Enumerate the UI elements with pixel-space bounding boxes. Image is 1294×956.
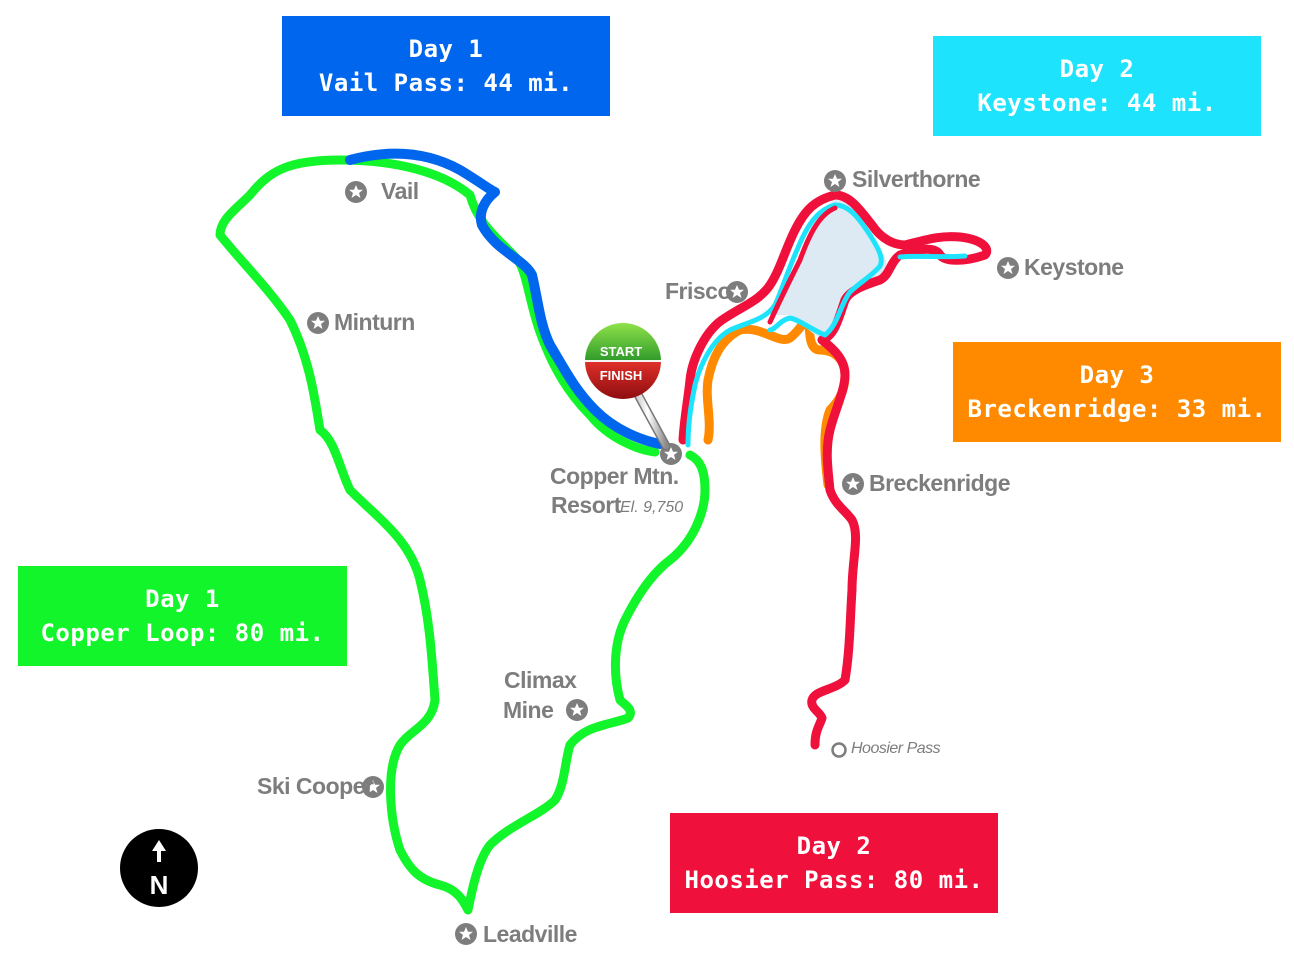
star-circle-icon xyxy=(455,923,477,945)
day-box-vail-pass: Day 1 Vail Pass: 44 mi. xyxy=(282,16,610,116)
pin-start-label: START xyxy=(600,344,642,359)
route-vail-pass xyxy=(345,148,665,449)
map-pin-icon: START FINISH xyxy=(585,323,661,399)
place-label-minturn: Minturn xyxy=(334,309,415,335)
day-box-title: Day 1 xyxy=(145,585,220,613)
place-label-frisco: Frisco xyxy=(665,278,732,304)
circle-marker-icon xyxy=(831,742,847,758)
place-label-silverthorne: Silverthorne xyxy=(852,166,981,192)
star-circle-icon xyxy=(824,170,846,192)
day-box-title: Day 3 xyxy=(1079,361,1155,389)
place-label-copper-line1: Copper Mtn. xyxy=(550,463,679,489)
star-circle-icon xyxy=(307,312,329,334)
place-label-leadville: Leadville xyxy=(483,921,577,947)
star-circle-icon xyxy=(345,181,367,203)
day-box-route: Copper Loop: 80 mi. xyxy=(40,619,325,647)
pin-finish-label: FINISH xyxy=(600,368,643,383)
place-label-keystone: Keystone xyxy=(1024,254,1124,280)
day-box-title: Day 1 xyxy=(408,35,484,63)
north-arrow-icon: N xyxy=(120,829,198,907)
star-circle-icon xyxy=(566,699,588,721)
place-label-copper-elevation: El. 9,750 xyxy=(620,499,684,516)
star-circle-icon xyxy=(842,473,864,495)
day-box-route: Breckenridge: 33 mi. xyxy=(967,395,1267,423)
compass-letter: N xyxy=(150,870,169,900)
place-label-copper-line2: Resort xyxy=(551,492,621,518)
place-label-hoosier-pass: Hoosier Pass xyxy=(851,740,941,757)
day-box-route: Hoosier Pass: 80 mi. xyxy=(684,866,984,894)
day-box-title: Day 2 xyxy=(796,832,872,860)
place-label-climax-line2: Mine xyxy=(503,697,554,723)
place-label-ski-cooper: Ski Cooper xyxy=(257,773,374,799)
route-hoosier-inner xyxy=(767,205,838,325)
route-hoosier-pass xyxy=(678,190,992,750)
day-box-breckenridge: Day 3 Breckenridge: 33 mi. xyxy=(953,342,1281,442)
route-copper-loop xyxy=(215,155,710,915)
day-box-copper-loop: Day 1 Copper Loop: 80 mi. xyxy=(18,566,347,666)
route-keystone xyxy=(685,202,968,448)
place-label-vail: Vail xyxy=(381,178,419,204)
day-box-route: Vail Pass: 44 mi. xyxy=(318,69,574,97)
place-label-climax-line1: Climax xyxy=(504,667,577,693)
day-box-keystone: Day 2 Keystone: 44 mi. xyxy=(933,36,1261,136)
star-circle-icon xyxy=(726,281,748,303)
star-circle-icon xyxy=(362,776,384,798)
star-circle-icon xyxy=(997,257,1019,279)
place-label-breckenridge: Breckenridge xyxy=(869,470,1011,496)
day-box-title: Day 2 xyxy=(1059,55,1135,83)
keystone-loop-fill xyxy=(770,200,887,338)
day-box-route: Keystone: 44 mi. xyxy=(977,89,1217,117)
day-box-hoosier-pass: Day 2 Hoosier Pass: 80 mi. xyxy=(670,813,998,913)
